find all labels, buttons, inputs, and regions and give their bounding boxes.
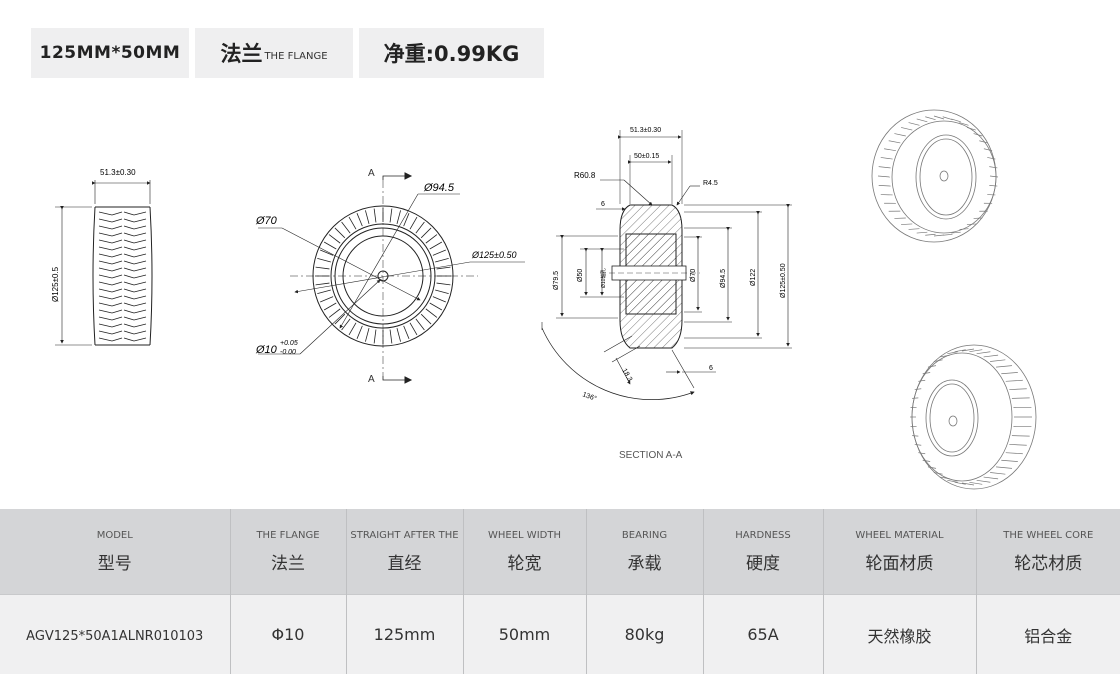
sec-top-width: 51.3±0.30 (630, 127, 661, 134)
front-d70-dim: Ø70 (255, 215, 278, 227)
cell-flange: Φ10 (230, 594, 347, 674)
side-view (55, 180, 153, 346)
front-section-mark-top: A (368, 168, 375, 179)
cell-bearing: 80kg (586, 594, 704, 674)
sec-d795: Ø79.5 (553, 271, 560, 290)
technical-drawing: 51.3±0.30 Ø125±0.5 A A Ø94.5 Ø70 Ø125±0.… (51, 109, 1037, 490)
front-section-mark-bottom: A (368, 374, 375, 385)
sec-r45: R4.5 (703, 180, 718, 187)
sec-r60: R60.8 (574, 171, 596, 180)
wheel-render-top (871, 109, 999, 243)
sec-six-top: 6 (601, 201, 605, 208)
size-label: 125MM*50MM (39, 43, 181, 63)
weight-label: 净重:0.99KG (383, 42, 520, 66)
sec-d122: Ø122 (750, 269, 757, 286)
wheel-render-bottom (910, 344, 1037, 490)
flange-label-en: THE FLANGE (264, 50, 328, 62)
section-view (541, 130, 792, 400)
cell-wheel-material: 天然橡胶 (823, 594, 977, 674)
side-dia-dim: Ø125±0.5 (51, 266, 60, 302)
sec-dim-18-3: 18.3 (620, 368, 633, 383)
sec-inner-width: 50±0.15 (634, 153, 659, 160)
side-width-dim: 51.3±0.30 (100, 168, 136, 177)
sec-d10-bore: Ø10轴孔 (600, 269, 607, 288)
sec-angle: 136° (581, 390, 598, 403)
front-d10-tol-up: +0.05 (280, 340, 298, 347)
sec-d50: Ø50 (577, 269, 584, 282)
sec-six-bottom: 6 (709, 365, 713, 372)
front-view (258, 172, 525, 384)
weight-tag: 净重:0.99KG (359, 28, 544, 78)
front-d94-dim: Ø94.5 (423, 182, 455, 194)
sec-d70: Ø70 (690, 269, 697, 282)
flange-label-cn: 法兰 (220, 42, 263, 66)
spec-data-row: AGV125*50A1ALNR010103 Φ10 125mm 50mm 80k… (0, 594, 1120, 674)
cell-hardness: 65A (703, 594, 824, 674)
sec-d945: Ø94.5 (720, 269, 727, 288)
sec-d125: Ø125±0.50 (780, 263, 787, 298)
cell-diameter: 125mm (346, 594, 464, 674)
front-d10-dim: Ø10 (255, 344, 278, 356)
front-d10-tol-down: -0.00 (280, 349, 296, 356)
cell-wheel-width: 50mm (463, 594, 587, 674)
section-caption: SECTION A-A (619, 450, 683, 461)
front-d125-dim: Ø125±0.50 (471, 250, 516, 260)
size-tag: 125MM*50MM (31, 28, 189, 78)
cell-wheel-core: 铝合金 (976, 594, 1120, 674)
cell-model: AGV125*50A1ALNR010103 (0, 594, 231, 674)
